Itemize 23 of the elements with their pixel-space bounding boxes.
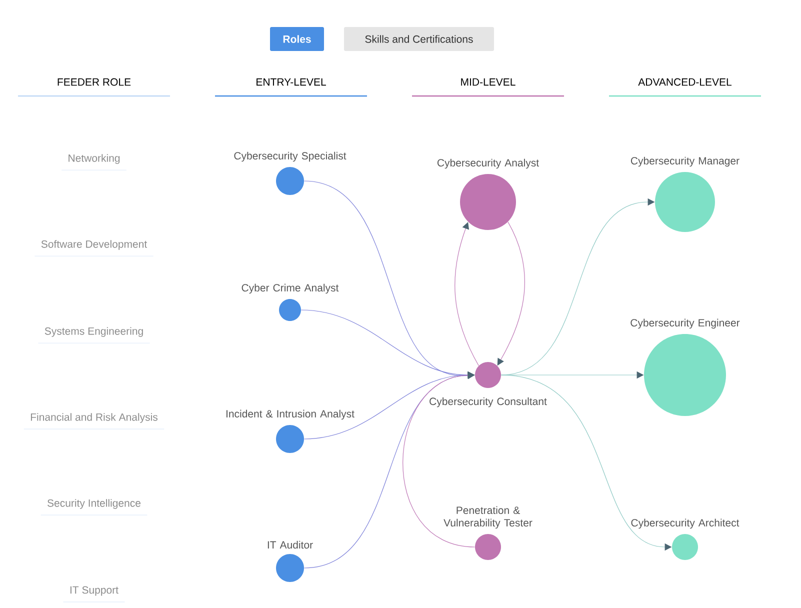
node-label: Cyber Crime Analyst bbox=[242, 284, 339, 294]
node-label: Cybersecurity Manager bbox=[630, 156, 740, 167]
tab-button: Skills and Certifications bbox=[344, 27, 494, 51]
feeder-role: Networking bbox=[68, 154, 120, 164]
node-label: IT Auditor bbox=[268, 540, 313, 549]
node-label: Cybersecurity Specialist bbox=[234, 152, 346, 162]
feeder-role: Software Development bbox=[41, 240, 148, 250]
tab-button: Roles bbox=[270, 27, 324, 51]
feeder-role: IT Support bbox=[70, 586, 118, 596]
node-label: Cybersecurity Analyst bbox=[437, 158, 539, 169]
column-header: MID-LEVEL bbox=[461, 78, 516, 86]
node-label: Cybersecurity Architect bbox=[631, 518, 740, 529]
feeder-role: Systems Engineering bbox=[44, 327, 143, 337]
node-label: Cybersecurity Consultant bbox=[430, 397, 547, 408]
arrow bbox=[402, 372, 476, 548]
column-header: ADVANCED-LEVEL bbox=[638, 78, 732, 86]
column-header: FEEDER ROLE bbox=[58, 78, 131, 86]
feeder-role: Financial and Risk Analysis bbox=[30, 413, 158, 423]
feeder-role: Security Intelligence bbox=[48, 499, 140, 509]
node-label: Penetration & Vulnerability Tester bbox=[444, 506, 532, 529]
node-label: Cybersecurity Engineer bbox=[630, 318, 740, 329]
column-header: ENTRY-LEVEL bbox=[256, 78, 326, 86]
node-label: Incident & Intrusion Analyst bbox=[226, 410, 354, 420]
